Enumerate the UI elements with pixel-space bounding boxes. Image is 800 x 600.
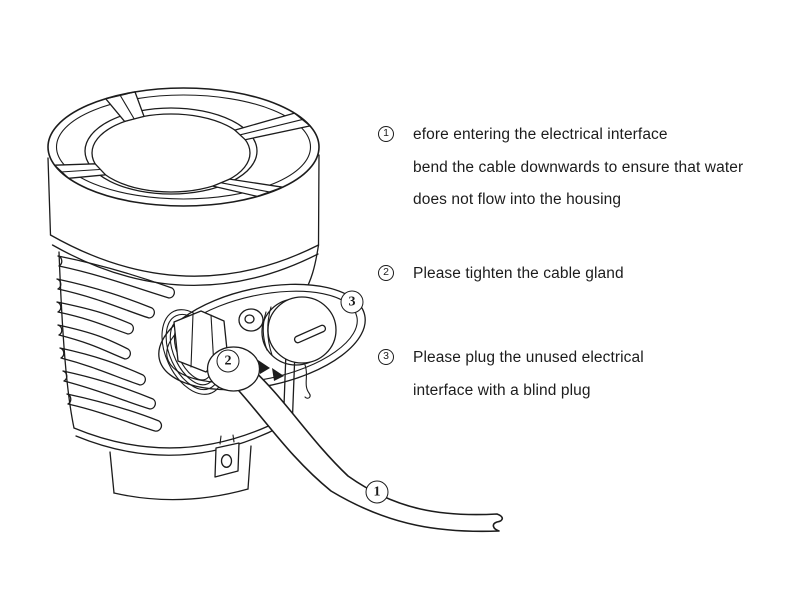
instruction-item-2: 2 Please tighten the cable gland xyxy=(378,258,624,291)
instruction-line: Please tighten the cable gland xyxy=(413,265,624,282)
instruction-2-number-badge: 2 xyxy=(378,265,394,281)
instruction-item-3: 3 Please plug the unused electrical inte… xyxy=(378,342,644,407)
plug-slot xyxy=(293,324,327,344)
instruction-line: efore entering the electrical interface xyxy=(413,126,668,143)
process-tab xyxy=(214,442,240,478)
instruction-3-text: Please plug the unused electrical interf… xyxy=(413,342,644,407)
instruction-line: bend the cable downwards to ensure that … xyxy=(413,158,744,176)
drawing-callout-2: 2 xyxy=(216,349,240,373)
drawing-callout-3: 3 xyxy=(340,290,364,314)
drawing-callout-1: 1 xyxy=(365,480,389,504)
process-tab-hole xyxy=(220,454,233,468)
housing-lid-drawing xyxy=(47,87,320,286)
instruction-1-number-badge: 1 xyxy=(378,126,394,142)
instruction-1-text: efore entering the electrical interface … xyxy=(413,119,743,217)
instruction-line: Please plug the unused electrical xyxy=(413,349,644,366)
fixing-screw-drawing xyxy=(238,308,264,332)
blind-plug-drawing xyxy=(261,296,337,366)
instruction-line: does not flow into the housing xyxy=(413,191,622,208)
instruction-line: interface with a blind plug xyxy=(413,381,591,399)
instruction-3-number-badge: 3 xyxy=(378,349,394,365)
cooling-fins-drawing xyxy=(56,255,175,432)
instruction-item-1: 1 efore entering the electrical interfac… xyxy=(378,119,743,217)
instruction-2-text: Please tighten the cable gland xyxy=(413,258,624,291)
bottom-flange-drawing xyxy=(109,434,252,501)
